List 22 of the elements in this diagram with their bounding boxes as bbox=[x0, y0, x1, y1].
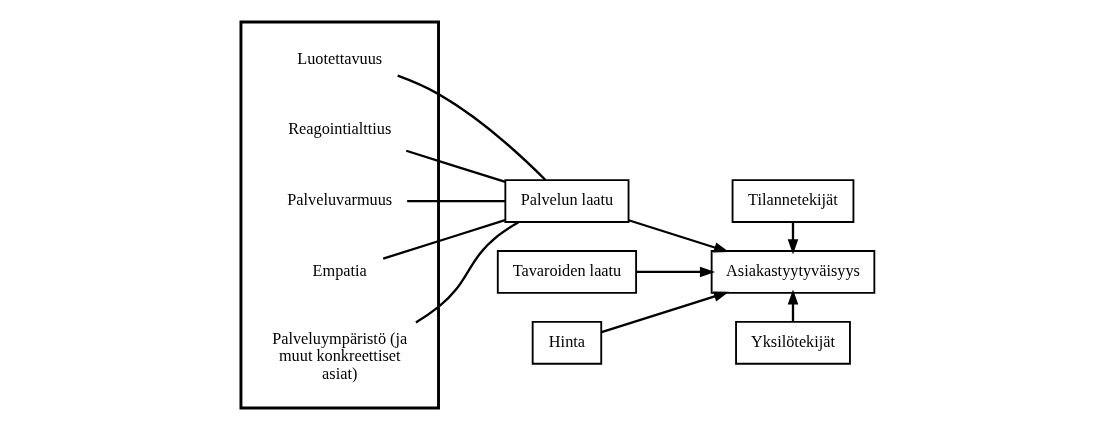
arrow bbox=[601, 291, 729, 334]
node-box: Hinta bbox=[531, 321, 603, 365]
node-text: Palveluvarmuus bbox=[287, 191, 393, 210]
node-box: Asiakastyytyväisyys bbox=[710, 250, 876, 294]
node-text: Palveluympäristö (ja muut konkreettiset asiat) bbox=[272, 329, 408, 383]
connector bbox=[397, 74, 547, 181]
node-box: Tavaroiden laatu bbox=[496, 250, 638, 294]
connector bbox=[405, 149, 506, 184]
node-box: Tilannetekijät bbox=[731, 179, 855, 223]
arrow bbox=[628, 219, 730, 253]
connector bbox=[415, 221, 520, 324]
arrow bbox=[787, 222, 799, 255]
node-box: Palvelun laatu bbox=[504, 179, 630, 223]
connector bbox=[382, 219, 506, 260]
node-box: Yksilötekijät bbox=[735, 321, 851, 365]
node-text: Reagointialttius bbox=[288, 120, 392, 139]
cluster bbox=[239, 20, 440, 410]
arrow bbox=[787, 289, 799, 322]
connector bbox=[407, 199, 505, 203]
node-text: Luotettavuus bbox=[297, 49, 383, 68]
arrow bbox=[636, 266, 716, 278]
node-text: Empatia bbox=[312, 262, 367, 281]
